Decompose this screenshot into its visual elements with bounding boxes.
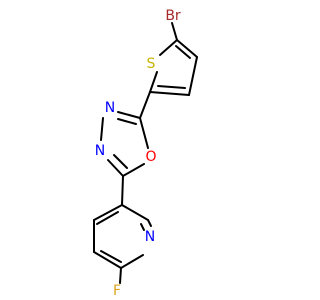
bond-py-c5-c6 bbox=[93, 251, 122, 269]
bond-py-n-c2-inner bbox=[140, 223, 145, 231]
bond-py-c2-c3 bbox=[121, 204, 149, 221]
bond-n4-c5ox-inner bbox=[113, 154, 128, 169]
bond-s-c2 bbox=[149, 71, 158, 93]
bond-br-c bbox=[171, 22, 178, 41]
atom-n-oxadiazole-1: N bbox=[105, 100, 115, 116]
bonds bbox=[93, 22, 198, 284]
atom-n-pyridine: N bbox=[145, 229, 155, 245]
bond-c2-c3-inner bbox=[157, 85, 186, 89]
atom-n-oxadiazole-2: N bbox=[95, 143, 105, 159]
bond-thiophene-oxadiazole bbox=[139, 91, 151, 119]
bond-oxadiazole-pyridine bbox=[121, 175, 124, 206]
bond-py-c5-c6-inner bbox=[100, 250, 122, 263]
bond-c4-c5 bbox=[176, 39, 198, 58]
atom-br: Br bbox=[165, 8, 181, 24]
atom-f: F bbox=[113, 283, 121, 299]
molecule-canvas: Br S N N O N F bbox=[93, 8, 198, 299]
atom-o: O bbox=[145, 149, 156, 165]
bond-py-c6-n bbox=[120, 254, 144, 269]
bond-py-c3-c4-inner bbox=[96, 211, 119, 225]
bond-c2ox-n3 bbox=[117, 111, 141, 119]
bond-py-c6-f bbox=[119, 267, 122, 284]
atom-s: S bbox=[147, 56, 156, 72]
bond-c4-c5-inner bbox=[175, 45, 191, 59]
bond-c5ox-o bbox=[122, 163, 145, 177]
bond-c2ox-n3-inner bbox=[117, 118, 137, 125]
atom-labels: Br S N N O N F bbox=[95, 8, 181, 299]
bond-o-c2ox bbox=[139, 117, 149, 149]
bond-c2-c3 bbox=[149, 91, 190, 96]
bond-c3-c4 bbox=[188, 56, 198, 96]
bond-py-n-c2 bbox=[147, 219, 152, 227]
bond-n3-n4 bbox=[100, 117, 104, 141]
bond-c5-s bbox=[159, 39, 178, 56]
molecule-structure-diagram: Br S N N O N F bbox=[93, 8, 198, 299]
bond-n4-c5ox bbox=[107, 159, 124, 177]
bond-py-c3-c4 bbox=[93, 204, 123, 221]
